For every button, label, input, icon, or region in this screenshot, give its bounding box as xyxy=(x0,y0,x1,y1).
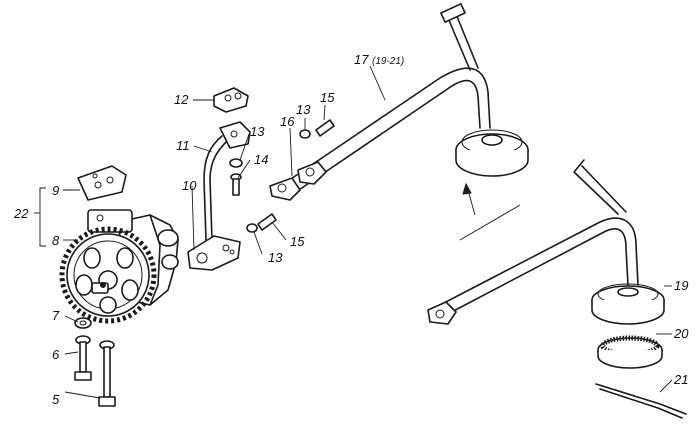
cover-plate xyxy=(77,165,127,201)
part-labels: 5 6 7 8 9 10 11 12 13 13 13 14 15 15 16 … xyxy=(13,52,689,407)
label-10: 10 xyxy=(182,178,197,193)
label-8: 8 xyxy=(52,233,60,248)
label-15-bottom: 15 xyxy=(290,234,305,249)
view-direction-arrow xyxy=(459,182,521,241)
label-6: 6 xyxy=(52,347,60,362)
label-16: 16 xyxy=(280,114,295,129)
label-11: 11 xyxy=(176,138,190,153)
mounting-bolts xyxy=(74,317,116,407)
lower-pickup-tube xyxy=(427,159,639,325)
label-12: 12 xyxy=(174,92,189,107)
label-15-top: 15 xyxy=(320,90,335,105)
label-14: 14 xyxy=(254,152,268,167)
leader-lines xyxy=(34,65,673,399)
label-13-right: 13 xyxy=(296,102,311,117)
label-13-top: 13 xyxy=(250,124,265,139)
drive-gear xyxy=(59,226,157,324)
label-9: 9 xyxy=(52,183,59,198)
label-22: 22 xyxy=(13,206,29,221)
retaining-clip xyxy=(595,383,687,419)
pressure-tube xyxy=(187,121,251,271)
oil-pickup-tube xyxy=(269,3,529,201)
tube-clamp xyxy=(213,87,249,113)
oil-pump-assembly xyxy=(59,165,179,324)
label-17: 17 xyxy=(354,52,369,67)
label-7: 7 xyxy=(52,308,60,323)
label-17-range: (19-21) xyxy=(372,56,404,67)
label-20: 20 xyxy=(673,326,689,341)
label-21: 21 xyxy=(673,372,688,387)
strainer-mesh xyxy=(597,335,663,369)
strainer-housing xyxy=(591,283,665,325)
label-13-bottom: 13 xyxy=(268,250,283,265)
label-19: 19 xyxy=(674,278,688,293)
label-5: 5 xyxy=(52,392,60,407)
